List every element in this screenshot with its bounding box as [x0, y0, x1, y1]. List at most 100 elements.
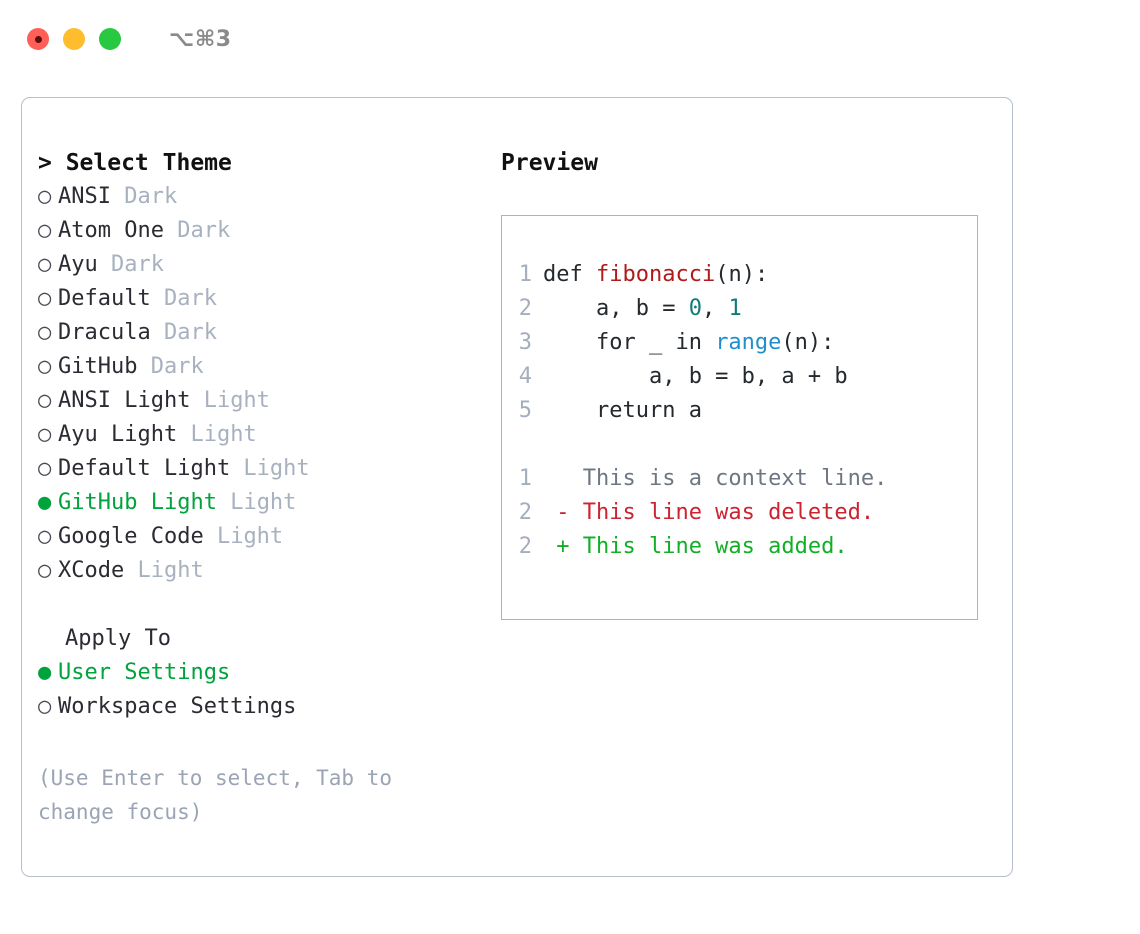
- code-line-text: def fibonacci(n):: [532, 258, 768, 292]
- theme-name-label: Ayu: [58, 252, 98, 277]
- apply-to-list[interactable]: ●User Settings○Workspace Settings: [38, 656, 488, 724]
- theme-list-item[interactable]: ○ANSI Light Light: [38, 384, 488, 418]
- radio-unselected-icon: ○: [38, 286, 52, 311]
- theme-name-label: GitHub Light: [58, 490, 217, 515]
- code-line-text: This is a context line.: [532, 462, 888, 496]
- theme-list-item[interactable]: ○Atom One Dark: [38, 214, 488, 248]
- theme-variant-tag: Dark: [97, 252, 164, 277]
- keyboard-shortcut-label: ⌥⌘3: [169, 26, 232, 52]
- line-number: 2: [518, 534, 532, 559]
- code-token: (n):: [715, 262, 769, 287]
- radio-unselected-icon: ○: [38, 456, 52, 481]
- theme-name-label: Default: [58, 286, 151, 311]
- theme-list-item[interactable]: ○XCode Light: [38, 554, 488, 588]
- theme-variant-tag: Light: [177, 422, 257, 447]
- apply-to-item[interactable]: ○Workspace Settings: [38, 690, 488, 724]
- close-window-button[interactable]: [27, 28, 49, 50]
- recording-indicator-icon: [34, 35, 42, 43]
- code-line: 3 for _ in range(n):: [502, 326, 977, 360]
- code-token: fibonacci: [595, 262, 716, 287]
- code-token: def: [543, 262, 596, 287]
- radio-unselected-icon: ○: [38, 558, 52, 583]
- theme-name-label: Ayu Light: [58, 422, 178, 447]
- apply-to-label: User Settings: [58, 660, 231, 685]
- code-token: (n):: [781, 330, 835, 355]
- theme-variant-tag: Light: [124, 558, 204, 583]
- radio-unselected-icon: ○: [38, 524, 52, 549]
- theme-list-item[interactable]: ●GitHub Light Light: [38, 486, 488, 520]
- theme-list-item[interactable]: ○Ayu Light Light: [38, 418, 488, 452]
- radio-selected-icon: ●: [38, 660, 52, 685]
- diff-line: 2 + This line was added.: [502, 530, 977, 564]
- theme-variant-tag: Dark: [150, 320, 217, 345]
- theme-name-label: Google Code: [58, 524, 204, 549]
- maximize-window-button[interactable]: [99, 28, 121, 50]
- theme-variant-tag: Light: [190, 388, 270, 413]
- radio-unselected-icon: ○: [38, 388, 52, 413]
- radio-unselected-icon: ○: [38, 252, 52, 277]
- theme-name-label: XCode: [58, 558, 125, 583]
- theme-list-item[interactable]: ○Default Dark: [38, 282, 488, 316]
- apply-to-label: Workspace Settings: [58, 694, 297, 719]
- theme-selector-column: > Select Theme ○ANSI Dark○Atom One Dark○…: [38, 146, 488, 724]
- line-number: 4: [518, 364, 532, 389]
- theme-name-label: GitHub: [58, 354, 138, 379]
- diff-line: 2 - This line was deleted.: [502, 496, 977, 530]
- theme-variant-tag: Light: [216, 490, 297, 515]
- apply-to-header: Apply To: [65, 626, 171, 651]
- code-token: ,: [701, 296, 729, 321]
- code-token: a, b = b, a + b: [543, 364, 848, 389]
- code-line: 5 return a: [502, 394, 977, 428]
- radio-unselected-icon: ○: [38, 354, 52, 379]
- main-panel: > Select Theme ○ANSI Dark○Atom One Dark○…: [21, 97, 1013, 877]
- code-token: a, b =: [543, 296, 689, 321]
- theme-list[interactable]: ○ANSI Dark○Atom One Dark○Ayu Dark○Defaul…: [38, 180, 488, 588]
- code-token: 1: [728, 296, 742, 321]
- preview-title: Preview: [501, 150, 598, 176]
- theme-list-item[interactable]: ○Google Code Light: [38, 520, 488, 554]
- diff-line: 1 This is a context line.: [502, 462, 977, 496]
- theme-list-item[interactable]: ○Ayu Dark: [38, 248, 488, 282]
- theme-list-item[interactable]: ○GitHub Dark: [38, 350, 488, 384]
- code-token: + This line was added.: [543, 534, 848, 559]
- radio-unselected-icon: ○: [38, 320, 52, 345]
- theme-variant-tag: Light: [230, 456, 310, 481]
- theme-variant-tag: Dark: [137, 354, 204, 379]
- line-number: 1: [518, 262, 532, 287]
- code-line-text: for _ in range(n):: [532, 326, 834, 360]
- apply-to-item[interactable]: ●User Settings: [38, 656, 488, 690]
- keyboard-hint-text: (Use Enter to select, Tab to change focu…: [38, 766, 405, 824]
- code-line-text: - This line was deleted.: [532, 496, 874, 530]
- radio-selected-icon: ●: [38, 490, 52, 515]
- list-spacer: [38, 588, 488, 622]
- code-line: 4 a, b = b, a + b: [502, 360, 977, 394]
- theme-variant-tag: Dark: [150, 286, 217, 311]
- theme-name-label: ANSI Light: [58, 388, 191, 413]
- code-line: 2 a, b = 0, 1: [502, 292, 977, 326]
- theme-list-item[interactable]: ○Dracula Dark: [38, 316, 488, 350]
- theme-variant-tag: Dark: [110, 184, 178, 209]
- traffic-lights: [27, 28, 121, 50]
- code-token: for _ in: [543, 330, 716, 355]
- minimize-window-button[interactable]: [63, 28, 85, 50]
- code-token: 0: [688, 296, 702, 321]
- theme-name-label: Dracula: [58, 320, 151, 345]
- theme-list-item[interactable]: ○Default Light Light: [38, 452, 488, 486]
- line-number: 2: [518, 296, 532, 321]
- radio-unselected-icon: ○: [38, 422, 52, 447]
- theme-variant-tag: Light: [203, 524, 284, 549]
- code-line-text: + This line was added.: [532, 530, 848, 564]
- select-theme-header: > Select Theme: [38, 150, 232, 176]
- code-token: range: [715, 330, 782, 355]
- radio-unselected-icon: ○: [38, 694, 52, 719]
- theme-variant-tag: Dark: [163, 218, 231, 243]
- theme-list-item[interactable]: ○ANSI Dark: [38, 180, 488, 214]
- title-bar: ⌥⌘3: [0, 0, 1140, 78]
- theme-name-label: Default Light: [58, 456, 231, 481]
